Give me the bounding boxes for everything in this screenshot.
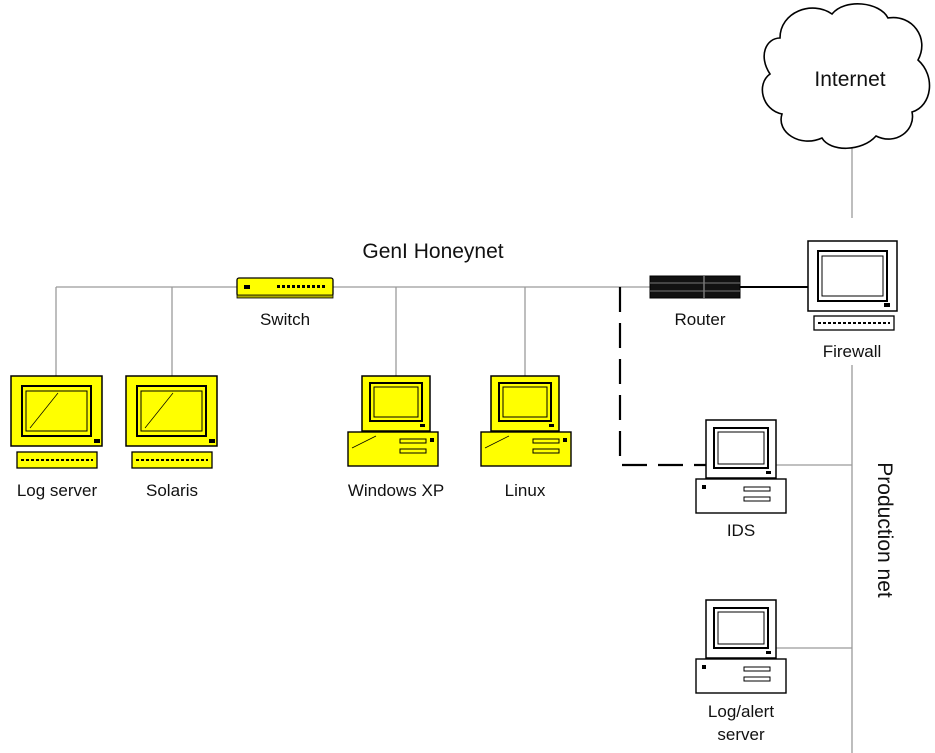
windows-xp-label: Windows XP — [348, 481, 444, 500]
firewall-monitor-icon — [807, 240, 898, 331]
diagram-title: GenI Honeynet — [362, 240, 503, 263]
log-server-label: Log server — [17, 481, 98, 500]
linux-pc-icon — [480, 375, 572, 467]
solaris-monitor-icon — [125, 375, 218, 469]
firewall-label: Firewall — [823, 342, 882, 361]
log-server-monitor-icon — [10, 375, 103, 469]
production-net-label: Production net — [873, 462, 896, 598]
switch-icon — [236, 277, 334, 299]
log-alert-label-line2: server — [717, 725, 765, 744]
switch-label: Switch — [260, 310, 310, 329]
internet-cloud-icon — [761, 3, 931, 149]
internet-label: Internet — [814, 68, 885, 91]
ids-pc-icon — [695, 419, 787, 514]
linux-label: Linux — [505, 481, 546, 500]
router-label: Router — [674, 310, 725, 329]
honeynet-bus — [55, 286, 650, 376]
log-alert-server-pc-icon — [695, 599, 787, 694]
log-alert-label-line1: Log/alert — [708, 702, 774, 721]
ids-tap-dashed-line — [618, 287, 706, 467]
ids-label: IDS — [727, 521, 755, 540]
solaris-label: Solaris — [146, 481, 198, 500]
router-icon — [649, 275, 741, 299]
windows-xp-pc-icon — [347, 375, 439, 467]
